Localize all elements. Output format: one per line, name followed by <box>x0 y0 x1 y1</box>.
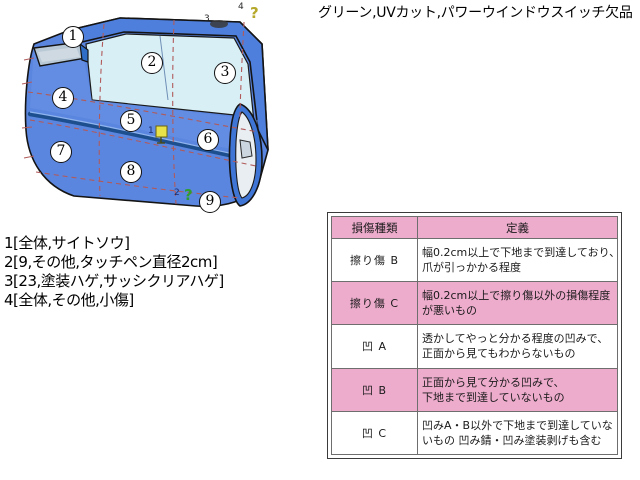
header-damage-type: 損傷種類 <box>331 216 418 239</box>
damage-index-label-1: 1 <box>148 126 154 136</box>
cell-damage-type: 凹 A <box>331 324 418 369</box>
definition-line: 凹みA・B以外で下地まで到達していな <box>422 418 613 432</box>
table-row: 擦り傷 C 幅0.2cm以上で擦り傷以外の損傷程度 が悪いもの <box>331 281 618 326</box>
region-marker-1[interactable]: 1 <box>62 26 84 48</box>
damage-index-label-4: 4 <box>238 2 244 12</box>
damage-index-label-3: 3 <box>204 14 210 24</box>
door-upper-panel <box>30 48 258 154</box>
damage-description-list: 1[全体,サイトソウ] 2[9,その他,タッチペン直径2cm] 3[23,塗装ハ… <box>4 234 304 310</box>
table-header-row: 損傷種類 定義 <box>331 216 618 239</box>
beltline-stripe <box>27 111 255 163</box>
damage-index-label-2: 2 <box>174 188 180 198</box>
region-marker-5[interactable]: 5 <box>120 110 142 132</box>
window-divider <box>159 35 169 101</box>
damage-marker-yellow-question: ? <box>250 4 259 22</box>
definition-line: 幅0.2cm以上で擦り傷以外の損傷程度 <box>422 289 611 303</box>
definition-line: が悪いもの <box>422 304 477 318</box>
cell-damage-type: 凹 C <box>331 410 418 456</box>
damage-marker-green-question: ? <box>184 186 193 204</box>
damage-marker-dark-smudge <box>210 20 228 28</box>
cell-damage-type: 擦り傷 C <box>331 281 418 326</box>
door-handle-panel <box>228 103 263 207</box>
table-row: 凹 B 正面から見て分かる凹みで、 下地まで到達していないもの <box>331 367 618 412</box>
definition-line: 下地まで到達していないもの <box>422 390 565 404</box>
window-glass <box>85 33 255 124</box>
cell-damage-type: 擦り傷 B <box>331 237 418 283</box>
damage-list-item: 4[全体,その他,小傷] <box>4 291 134 309</box>
damage-marker-yellow-square <box>155 125 168 144</box>
region-marker-2[interactable]: 2 <box>141 52 163 74</box>
region-marker-6[interactable]: 6 <box>197 129 219 151</box>
region-marker-7[interactable]: 7 <box>50 141 72 163</box>
region-marker-9[interactable]: 9 <box>199 191 221 213</box>
damage-list-item: 3[23,塗装ハゲ,サッシクリアハゲ] <box>4 272 224 290</box>
edge-hatch-marks <box>21 57 35 159</box>
definition-line: いもの 凹み錆・凹み塗装剥げも含む <box>422 433 602 447</box>
definition-line: 爪が引っかかる程度 <box>422 261 521 275</box>
svg-text:?: ? <box>184 186 193 204</box>
vehicle-condition-note: グリーン,UVカット,パワーウインドウスイッチ欠品 <box>318 5 633 21</box>
cell-definition: 正面から見て分かる凹みで、 下地まで到達していないもの <box>417 367 618 412</box>
definition-line: 透かしてやっと分かる程度の凹みで、 <box>422 332 609 346</box>
header-definition: 定義 <box>417 216 618 239</box>
cell-definition: 幅0.2cm以上で下地まで到達しており、 爪が引っかかる程度 <box>417 237 621 283</box>
damage-legend-table-container: 損傷種類 定義 擦り傷 B 幅0.2cm以上で下地まで到達しており、 爪が引っか… <box>327 212 622 459</box>
damage-list-item: 1[全体,サイトソウ] <box>4 234 130 252</box>
side-mirror <box>33 41 89 67</box>
definition-line: 正面から見て分かる凹みで、 <box>422 375 565 389</box>
region-marker-3[interactable]: 3 <box>214 62 236 84</box>
damage-list-item: 2[9,その他,タッチペン直径2cm] <box>4 253 218 271</box>
definition-line: 幅0.2cm以上で下地まで到達しており、 <box>422 246 621 260</box>
cell-definition: 透かしてやっと分かる程度の凹みで、 正面から見てもわからないもの <box>417 324 618 369</box>
cell-damage-type: 凹 B <box>331 367 418 412</box>
definition-line: 正面から見てもわからないもの <box>422 347 576 361</box>
zone-dash-lines <box>27 19 259 205</box>
car-door-damage-diagram: ? ? 1 2 3 4 5 6 7 8 9 1 2 3 4 <box>0 0 320 225</box>
damage-legend-table: 損傷種類 定義 擦り傷 B 幅0.2cm以上で下地まで到達しており、 爪が引っか… <box>331 216 621 456</box>
table-row: 擦り傷 B 幅0.2cm以上で下地まで到達しており、 爪が引っかかる程度 <box>331 237 621 283</box>
table-row: 凹 A 透かしてやっと分かる程度の凹みで、 正面から見てもわからないもの <box>331 324 618 369</box>
region-marker-8[interactable]: 8 <box>120 161 142 183</box>
svg-text:?: ? <box>250 4 259 22</box>
cell-definition: 凹みA・B以外で下地まで到達していな いもの 凹み錆・凹み塗装剥げも含む <box>417 410 618 456</box>
table-row: 凹 C 凹みA・B以外で下地まで到達していな いもの 凹み錆・凹み塗装剥げも含む <box>331 410 618 456</box>
region-marker-4[interactable]: 4 <box>52 87 74 109</box>
cell-definition: 幅0.2cm以上で擦り傷以外の損傷程度 が悪いもの <box>417 281 618 326</box>
door-illustration-svg: ? ? <box>21 4 269 208</box>
